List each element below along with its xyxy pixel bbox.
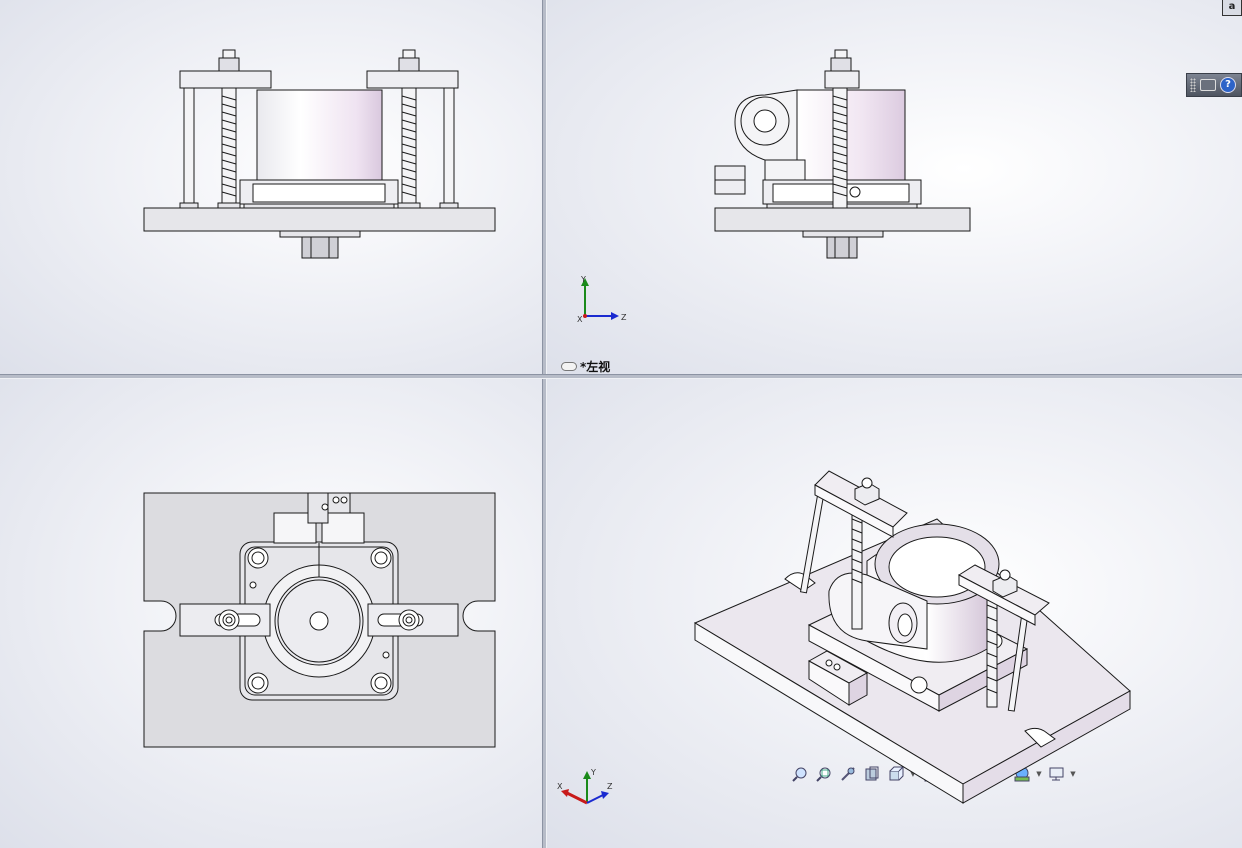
triad-z-label-iso: Z [607, 782, 613, 791]
link-views-icon[interactable] [561, 362, 577, 371]
task-pane-tab[interactable]: a [1222, 0, 1242, 16]
viewport-left[interactable]: Y Z X *左视 a ? [547, 0, 1242, 374]
triad-y-label-iso: Y [590, 768, 596, 777]
view-name-label: *左视 [561, 358, 610, 374]
top-view-model[interactable] [0, 379, 542, 848]
view-settings-dropdown[interactable]: ▼ [1070, 770, 1076, 778]
front-view-model[interactable] [0, 0, 542, 374]
help-icon[interactable]: ? [1220, 77, 1236, 93]
view-orientation-dropdown[interactable]: ▼ [910, 770, 916, 778]
view-settings-icon[interactable] [1045, 764, 1067, 784]
left-view-model[interactable] [547, 0, 1242, 374]
triad-z-label: Z [621, 313, 627, 322]
zoom-to-fit-icon[interactable] [789, 764, 811, 784]
reference-triad-iso: Y Z X [557, 768, 613, 805]
previous-view-icon[interactable] [837, 764, 859, 784]
isometric-view-model[interactable] [547, 379, 1242, 848]
viewport-splitter-horizontal[interactable] [0, 374, 1242, 379]
viewport-splitter-vertical[interactable] [542, 0, 547, 848]
viewport-isometric[interactable]: ▼ ▼ ▼ ▼ ▼ [547, 379, 1242, 848]
view-orientation-icon[interactable] [885, 764, 907, 784]
reference-triad: Y Z X [577, 275, 627, 324]
grip-icon[interactable] [1190, 78, 1196, 92]
mini-toolbar[interactable]: ? [1186, 73, 1242, 97]
triad-x-label: X [577, 315, 583, 324]
viewport-top[interactable] [0, 379, 542, 848]
triad-x-label-iso: X [557, 782, 563, 791]
zoom-to-area-icon[interactable] [813, 764, 835, 784]
apply-scene-dropdown[interactable]: ▼ [1036, 770, 1042, 778]
heads-up-view-toolbar: ▼ ▼ ▼ ▼ ▼ [789, 763, 1077, 785]
keyboard-icon[interactable] [1200, 79, 1216, 91]
task-pane-tab-label: a [1228, 1, 1236, 12]
view-name-text: *左视 [580, 360, 611, 374]
viewport-front[interactable] [0, 0, 542, 374]
triad-y-label: Y [580, 275, 586, 284]
section-view-icon[interactable] [861, 764, 883, 784]
